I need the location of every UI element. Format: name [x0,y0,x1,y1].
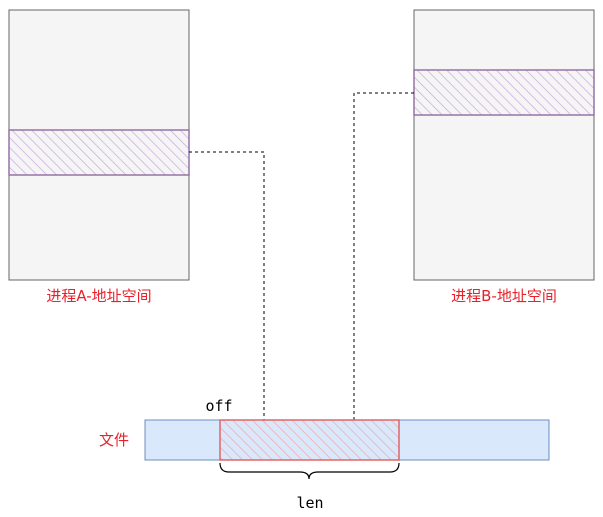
file-label: 文件 [99,431,129,449]
length-brace [219,462,400,480]
process-b-mapped-region [413,69,595,116]
process-b-box [413,9,595,281]
process-b-address-space: 进程B-地址空间 [413,9,595,305]
file-bar: 文件 off [99,397,550,461]
process-a-address-space: 进程A-地址空间 [8,9,190,305]
process-a-label: 进程A-地址空间 [46,287,151,305]
process-a-mapped-region [8,129,190,176]
offset-label: off [205,397,232,415]
connector-a-to-file [189,151,265,420]
process-b-label: 进程B-地址空间 [451,287,557,305]
connector-b-to-file [353,92,414,420]
file-mapped-region [219,419,400,461]
length-label: len [296,494,323,512]
